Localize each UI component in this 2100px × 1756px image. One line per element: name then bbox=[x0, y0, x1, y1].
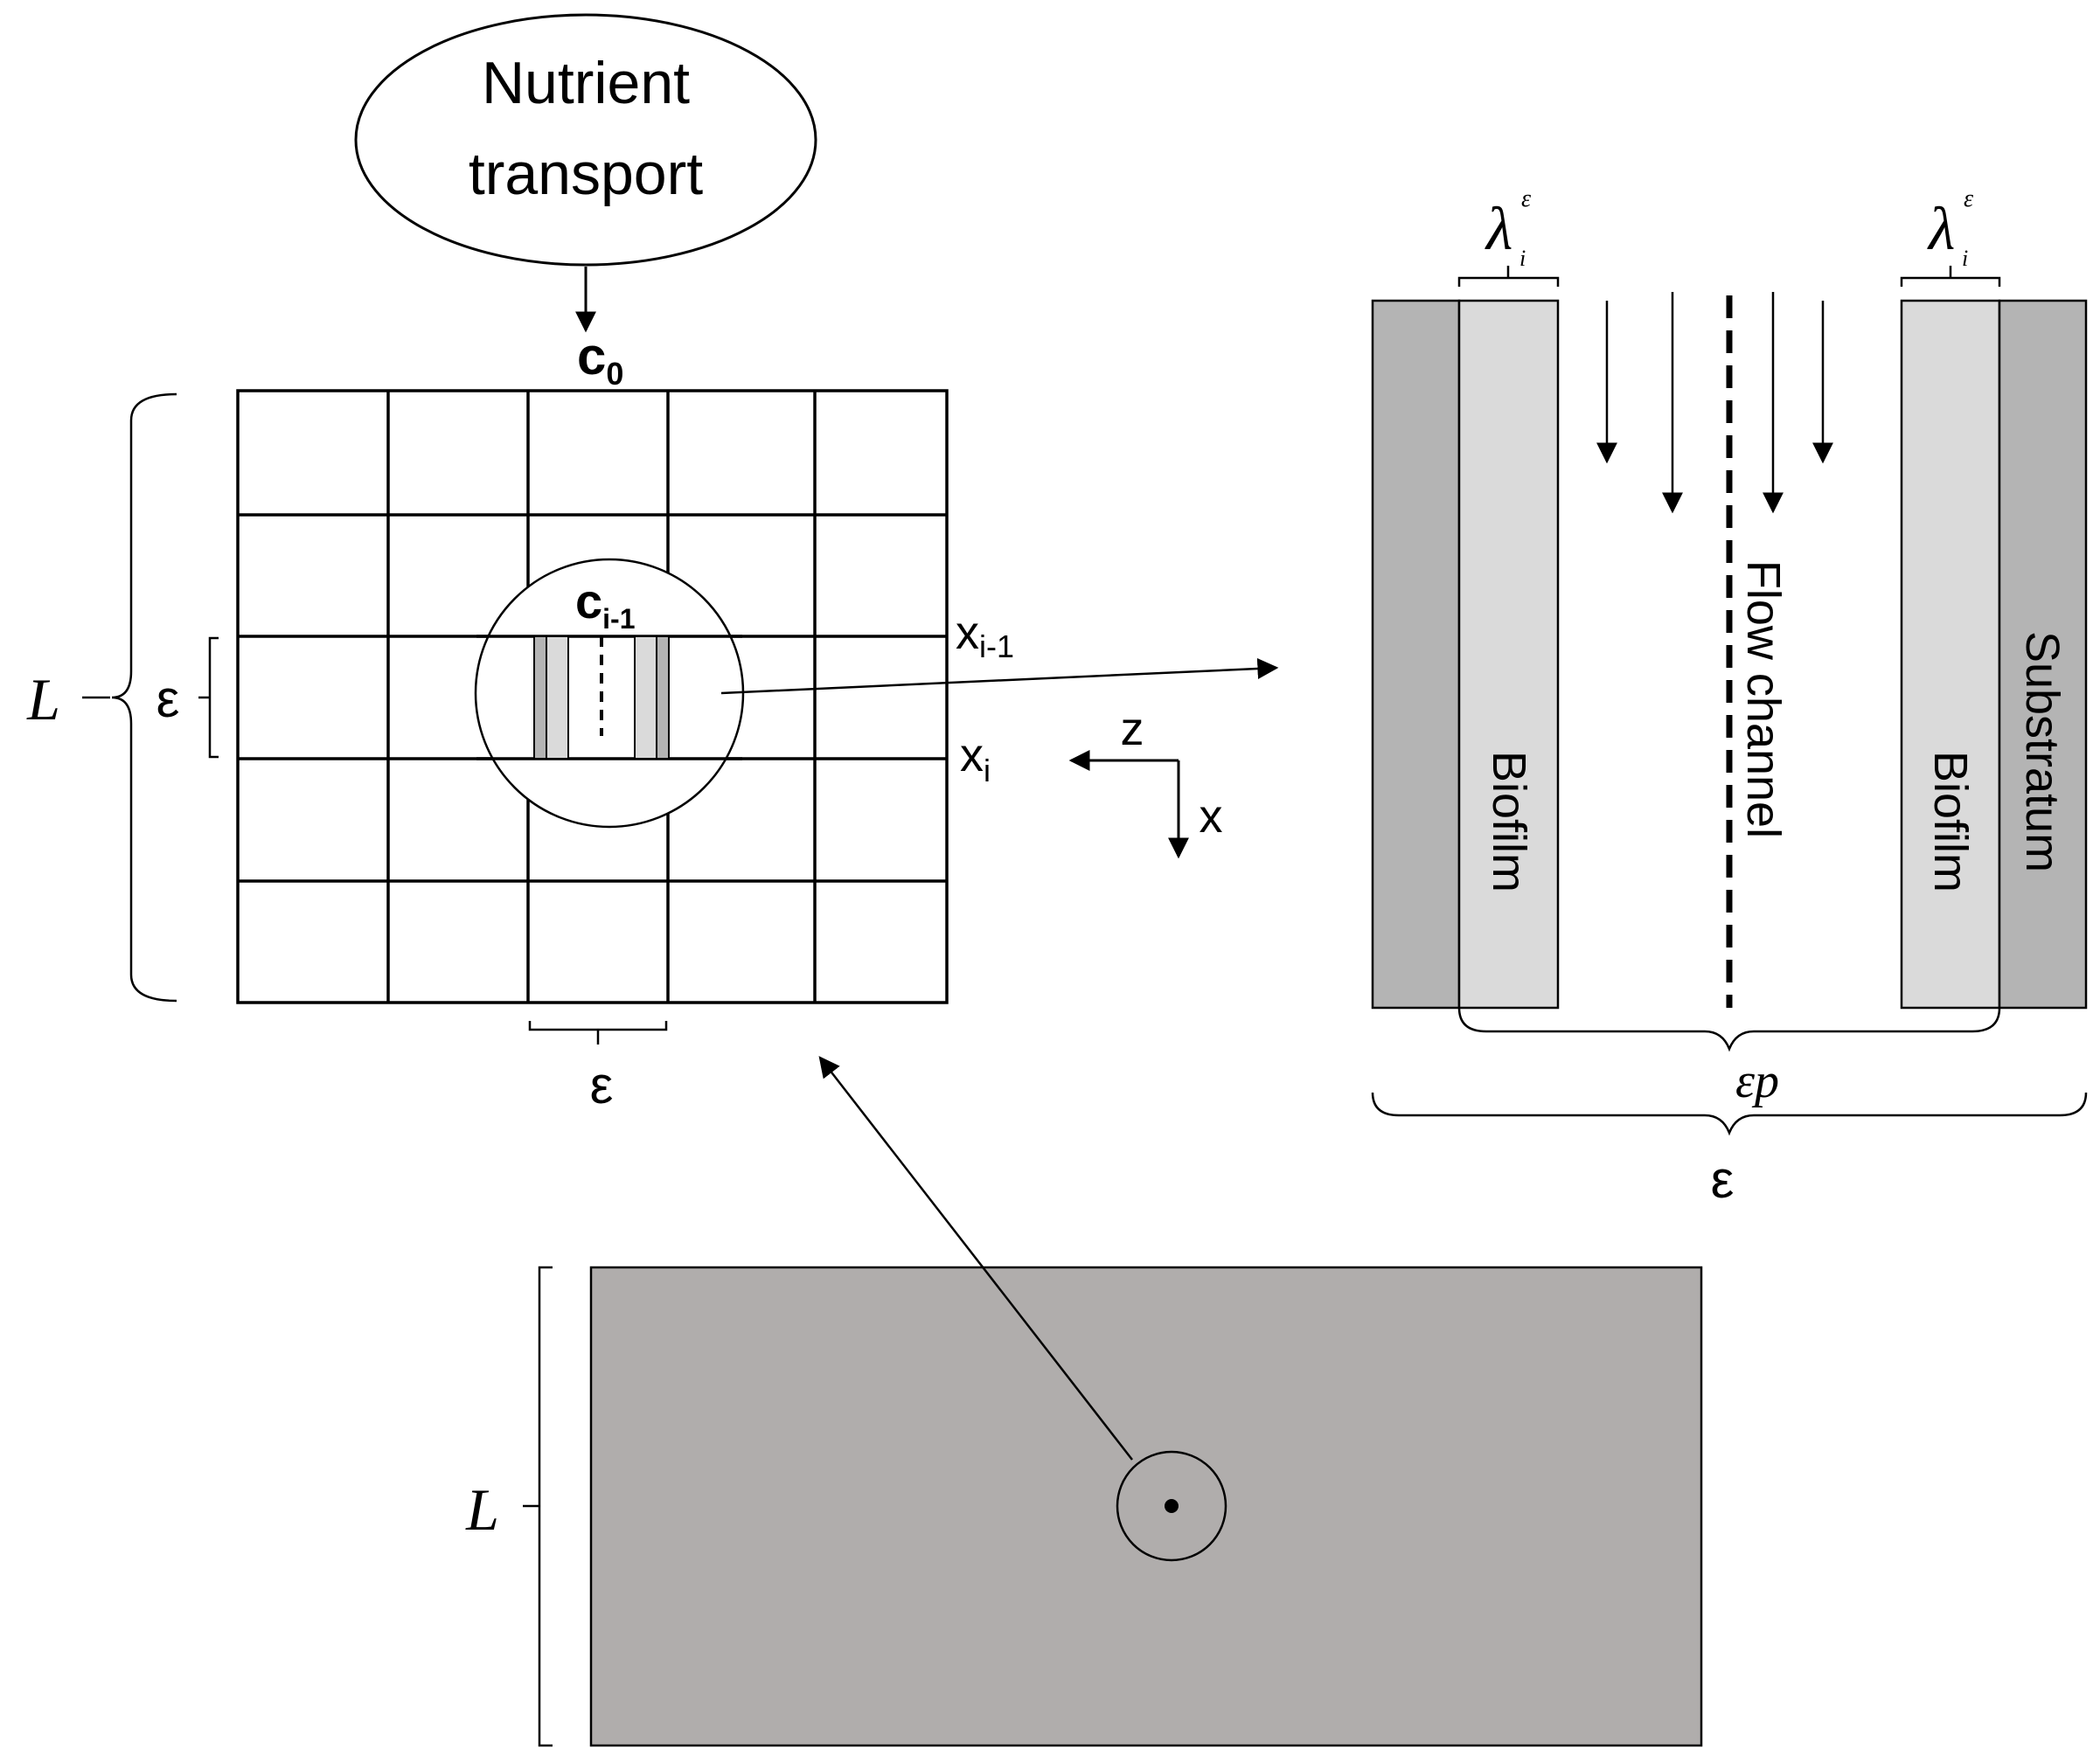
eps-p-label: εp bbox=[1735, 1054, 1779, 1108]
macro-domain: L bbox=[465, 1056, 1703, 1747]
eps-p-brace bbox=[1457, 1007, 2001, 1052]
lambda-right-sub: i bbox=[1962, 246, 1968, 271]
c0-label: c0 bbox=[577, 327, 623, 392]
axis-x-label: x bbox=[1200, 790, 1223, 843]
domain-zoom-arrow bbox=[818, 1056, 1133, 1461]
coordinate-axes: z x bbox=[1068, 703, 1223, 859]
L-brace-domain bbox=[523, 1266, 553, 1747]
substratum-left bbox=[1371, 299, 1461, 1010]
x-i-label: xi bbox=[960, 729, 991, 788]
domain-rectangle bbox=[589, 1266, 1703, 1747]
zoom-arrow-to-detail bbox=[720, 657, 1279, 695]
nutrient-label-line1: Nutrient bbox=[482, 50, 690, 116]
nutrient-label-line2: transport bbox=[469, 141, 703, 207]
ci-1-label: ci-1 bbox=[575, 573, 636, 635]
epsilon-label-bottom: ε bbox=[590, 1056, 614, 1114]
biofilm-right bbox=[1900, 299, 2001, 1010]
epsilon-label-left: ε bbox=[156, 670, 180, 728]
L-label-grid: L bbox=[26, 666, 60, 732]
L-brace-grid bbox=[111, 392, 177, 1003]
lambda-left-sub: i bbox=[1519, 246, 1526, 271]
biofilm-left-label: Biofilm bbox=[1483, 751, 1535, 892]
epsilon-brace-left bbox=[198, 636, 219, 759]
mini-biofilm-left bbox=[546, 635, 569, 760]
lambda-right-sup: ε bbox=[1964, 185, 1973, 212]
grid-zoom-circle bbox=[474, 558, 745, 829]
domain-zoom-circle bbox=[1116, 1450, 1227, 1562]
flow-channel-label: Flow channel bbox=[1737, 560, 1790, 838]
lambda-left-sup: ε bbox=[1521, 185, 1531, 212]
lambda-right-label: λ bbox=[1927, 196, 1955, 263]
mini-substratum-right bbox=[656, 635, 670, 760]
grid-border bbox=[236, 389, 949, 1004]
lambda-brace-left bbox=[1457, 266, 1560, 287]
biofilm-left bbox=[1457, 299, 1560, 1010]
epsilon-brace-bottom bbox=[528, 1021, 668, 1045]
domain-point bbox=[1165, 1499, 1179, 1513]
eps-channel-brace bbox=[1371, 1092, 2088, 1136]
lambda-left-label: λ bbox=[1485, 196, 1512, 263]
x-i-1-label: xi-1 bbox=[956, 607, 1014, 664]
mini-biofilm-right bbox=[634, 635, 657, 760]
eps-channel-label: ε bbox=[1711, 1150, 1735, 1209]
nutrient-transport-node: Nutrient transport bbox=[354, 13, 817, 267]
axis-z-label: z bbox=[1121, 703, 1144, 755]
substratum-right bbox=[1998, 299, 2088, 1010]
nutrient-transport-ellipse bbox=[354, 13, 817, 267]
L-label-domain: L bbox=[465, 1476, 499, 1543]
lambda-brace-right bbox=[1900, 266, 2001, 287]
channel-detail: Biofilm Flow channel Biofilm Substratum … bbox=[1371, 185, 2088, 1209]
biofilm-right-label: Biofilm bbox=[1924, 751, 1977, 892]
substratum-label: Substratum bbox=[2016, 631, 2069, 872]
mini-substratum-left bbox=[533, 635, 547, 760]
